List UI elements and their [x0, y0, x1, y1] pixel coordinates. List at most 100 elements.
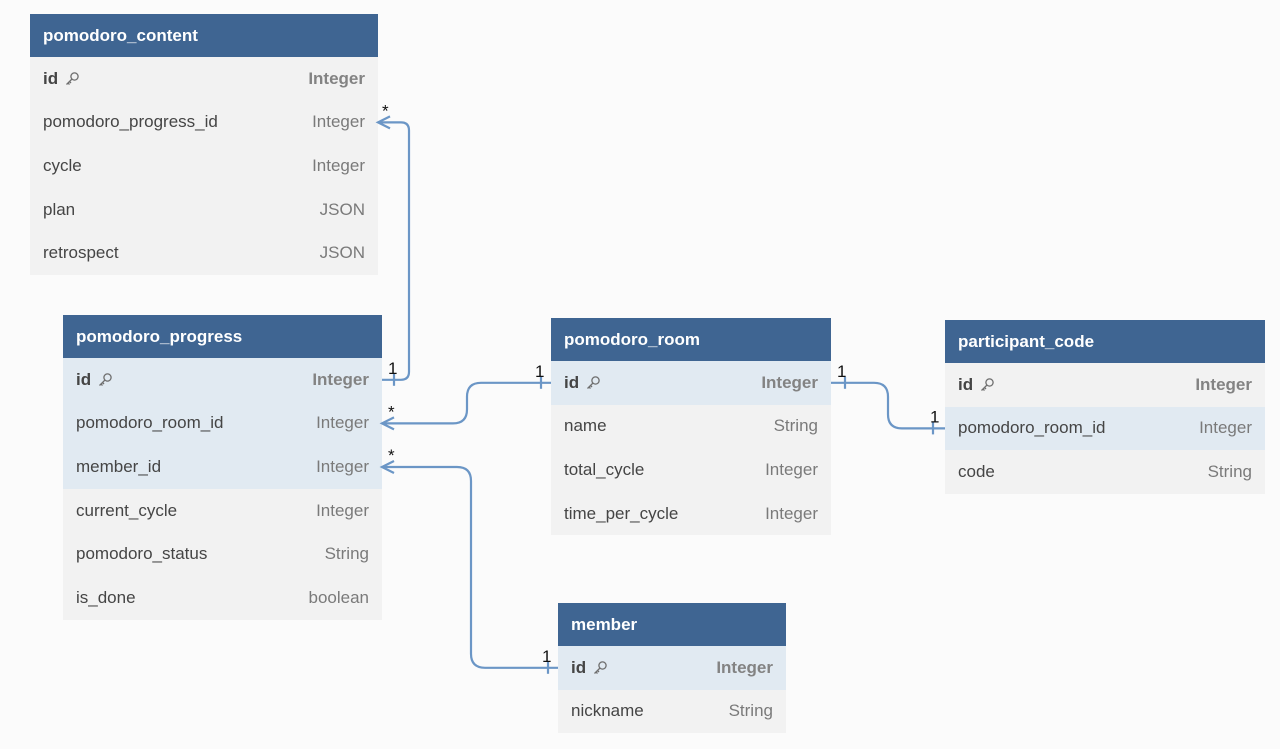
field-type: Integer: [1195, 374, 1252, 394]
table-header[interactable]: participant_code: [945, 320, 1265, 363]
field-name-text: is_done: [76, 587, 136, 607]
field-name: nickname: [571, 701, 644, 721]
field-name: time_per_cycle: [564, 504, 678, 524]
field-name: total_cycle: [564, 460, 644, 480]
field-row-code[interactable]: code String: [945, 450, 1265, 494]
field-name: pomodoro_progress_id: [43, 112, 218, 132]
field-name: is_done: [76, 588, 136, 608]
field-type: Integer: [316, 500, 369, 520]
cardinality-label: 1: [542, 647, 551, 666]
field-name: retrospect: [43, 243, 119, 263]
table-member[interactable]: member id Integer nickname String: [558, 603, 786, 734]
field-row-id[interactable]: id Integer: [558, 646, 786, 690]
field-row-id[interactable]: id Integer: [945, 363, 1265, 407]
field-type: JSON: [319, 243, 365, 263]
field-type: Integer: [765, 503, 818, 523]
table-header[interactable]: member: [558, 603, 786, 646]
cardinality-label: 1: [535, 362, 544, 381]
field-type: Integer: [1199, 418, 1252, 438]
field-type: String: [728, 701, 773, 721]
field-type: Integer: [312, 369, 369, 389]
field-row-member-id[interactable]: member_id Integer: [63, 445, 382, 489]
field-name-text: time_per_cycle: [564, 503, 679, 523]
field-row-pomodoro-status[interactable]: pomodoro_status String: [63, 532, 382, 576]
field-row-nickname[interactable]: nickname String: [558, 690, 786, 734]
field-row-pomodoro-progress-id[interactable]: pomodoro_progress_id Integer: [30, 101, 378, 145]
cardinality-label: *: [388, 446, 395, 465]
field-row-id[interactable]: id Integer: [551, 361, 831, 405]
field-name-text: id: [564, 372, 580, 392]
table-header[interactable]: pomodoro_progress: [63, 315, 382, 358]
field-name: current_cycle: [76, 501, 177, 521]
relationship-line[interactable]: [378, 121, 411, 381]
field-row-plan[interactable]: plan JSON: [30, 188, 378, 232]
field-type: Integer: [765, 459, 818, 479]
field-name-text: total_cycle: [564, 459, 645, 479]
key-icon: [99, 373, 112, 387]
key-icon: [587, 376, 600, 390]
field-name-text: retrospect: [43, 243, 119, 263]
field-name: cycle: [43, 156, 82, 176]
cardinality-label: 1: [930, 407, 939, 426]
field-type: String: [324, 544, 369, 564]
field-type: Integer: [761, 372, 818, 392]
field-name: id: [958, 375, 995, 395]
field-name-text: member_id: [76, 456, 162, 476]
field-name-text: id: [958, 374, 974, 394]
field-name: member_id: [76, 457, 161, 477]
relationship-line[interactable]: [382, 381, 551, 425]
key-icon: [66, 72, 79, 86]
field-row-id[interactable]: id Integer: [63, 358, 382, 402]
field-type: Integer: [316, 456, 369, 476]
key-icon: [981, 378, 994, 392]
field-name: pomodoro_status: [76, 544, 207, 564]
field-row-is-done[interactable]: is_done boolean: [63, 576, 382, 620]
cardinality-label: *: [382, 101, 389, 120]
field-name: pomodoro_room_id: [76, 413, 223, 433]
field-name-text: cycle: [43, 155, 82, 175]
field-name: id: [76, 370, 113, 390]
cardinality-label: *: [388, 402, 395, 421]
field-name-text: id: [43, 68, 59, 88]
field-name-text: id: [76, 369, 92, 389]
field-type: boolean: [308, 587, 369, 607]
field-row-total-cycle[interactable]: total_cycle Integer: [551, 448, 831, 492]
table-header[interactable]: pomodoro_content: [30, 14, 378, 57]
field-name: plan: [43, 200, 75, 220]
many-marker[interactable]: [375, 115, 391, 130]
field-type: Integer: [716, 657, 773, 677]
table-header[interactable]: pomodoro_room: [551, 318, 831, 361]
relationship-line[interactable]: [831, 381, 945, 430]
field-name-text: pomodoro_status: [76, 544, 208, 564]
field-name-text: code: [958, 461, 995, 481]
cardinality-label: 1: [837, 362, 846, 381]
field-type: JSON: [319, 199, 365, 219]
field-name-text: current_cycle: [76, 500, 178, 520]
field-type: Integer: [312, 112, 365, 132]
field-name: pomodoro_room_id: [958, 418, 1105, 438]
cardinality-label: 1: [388, 359, 397, 378]
field-row-retrospect[interactable]: retrospect JSON: [30, 231, 378, 275]
field-row-pomodoro-room-id[interactable]: pomodoro_room_id Integer: [945, 406, 1265, 451]
field-row-pomodoro-room-id[interactable]: pomodoro_room_id Integer: [63, 401, 382, 446]
field-name-text: id: [571, 657, 587, 677]
field-name: id: [43, 69, 80, 89]
relationship-line[interactable]: [382, 465, 558, 669]
field-row-current-cycle[interactable]: current_cycle Integer: [63, 489, 382, 533]
field-type: String: [1207, 461, 1252, 481]
field-row-time-per-cycle[interactable]: time_per_cycle Integer: [551, 492, 831, 536]
field-name-text: name: [564, 416, 607, 436]
many-marker[interactable]: [379, 416, 395, 431]
field-name-text: pomodoro_room_id: [958, 418, 1106, 438]
field-type: Integer: [316, 413, 369, 433]
field-name-text: pomodoro_room_id: [76, 413, 224, 433]
many-marker[interactable]: [379, 460, 395, 474]
field-name: id: [564, 373, 601, 393]
